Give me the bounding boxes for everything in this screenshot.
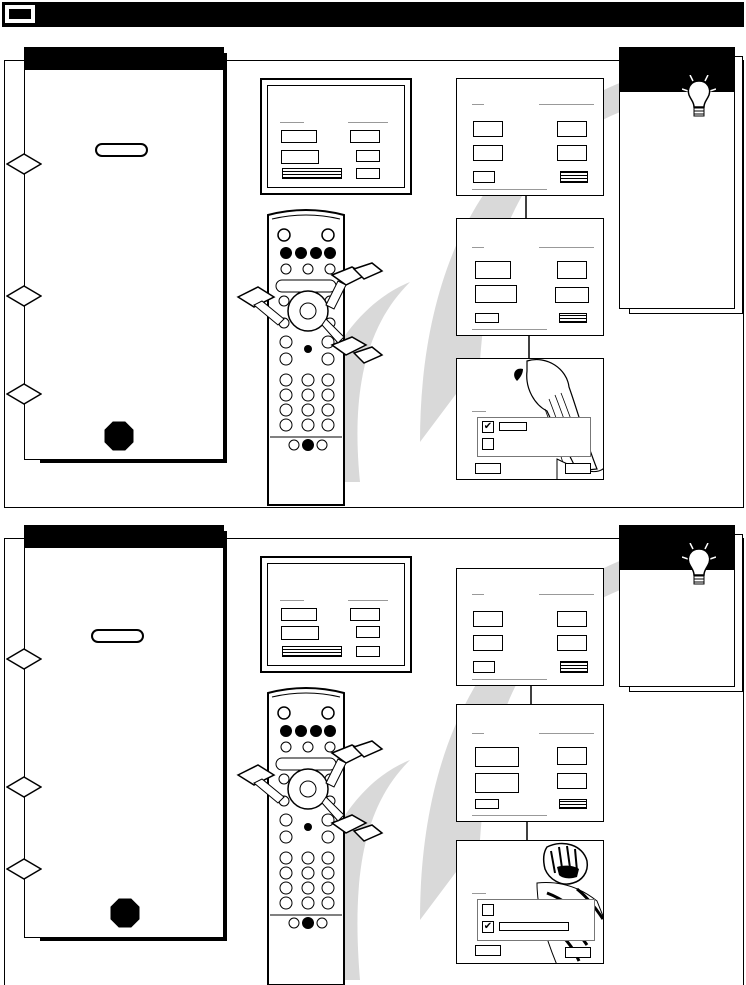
light-bulb-icon	[682, 75, 716, 117]
onscreen-menu-step-1	[456, 568, 604, 686]
menu-item-box	[356, 150, 380, 162]
hint-box	[619, 525, 735, 687]
hint-box-header	[620, 48, 734, 92]
step-1-marker-icon	[6, 648, 42, 670]
page-header-bar	[2, 2, 744, 27]
onscreen-menu-step-3: ✔	[456, 840, 604, 964]
instruction-panel-header	[25, 48, 223, 70]
instruction-panel-header	[25, 526, 223, 548]
menu-item-selected-bar	[560, 171, 588, 183]
stop-sign-icon	[104, 421, 134, 451]
checkbox-checked: ✔	[482, 921, 494, 933]
menu-button-graphic	[91, 629, 144, 643]
step-3-marker-icon	[6, 858, 42, 880]
section-tab-icon	[3, 3, 37, 25]
menu-item-highlighted	[475, 773, 519, 793]
step-2-marker-icon	[6, 776, 42, 798]
onscreen-menu-step-3: ✔	[456, 358, 604, 480]
menu-item-box	[281, 130, 317, 143]
menu-item-highlighted	[281, 150, 319, 164]
menu-item-selected-bar	[282, 646, 342, 657]
hint-box-header	[620, 526, 734, 570]
step-1-marker-icon	[6, 153, 42, 175]
remote-control-icon	[236, 687, 384, 985]
step-2-marker-icon	[6, 285, 42, 307]
menu-item-highlighted	[281, 626, 319, 640]
tv-screen-menu	[260, 78, 412, 195]
instruction-panel	[24, 525, 224, 938]
menu-item-box	[356, 168, 380, 179]
onscreen-menu-step-2	[456, 218, 604, 336]
checkbox-unchecked	[482, 904, 494, 916]
checkbox-unchecked	[482, 438, 494, 450]
step-3-marker-icon	[6, 383, 42, 405]
remote-control-icon	[236, 209, 384, 506]
light-bulb-icon	[682, 543, 716, 585]
menu-item-selected-bar	[282, 168, 342, 179]
menu-button-graphic	[95, 143, 148, 157]
instruction-section-bottom	[4, 538, 744, 985]
stop-sign-icon	[110, 898, 140, 928]
hint-box	[619, 47, 735, 309]
checkbox-checked: ✔	[482, 421, 494, 433]
tv-screen-menu	[260, 556, 412, 673]
instruction-panel	[24, 47, 224, 460]
onscreen-menu-step-2	[456, 704, 604, 822]
menu-item-highlighted	[555, 287, 589, 303]
instruction-section-top	[4, 60, 744, 508]
menu-item-box	[350, 130, 380, 143]
onscreen-menu-step-1	[456, 78, 604, 196]
